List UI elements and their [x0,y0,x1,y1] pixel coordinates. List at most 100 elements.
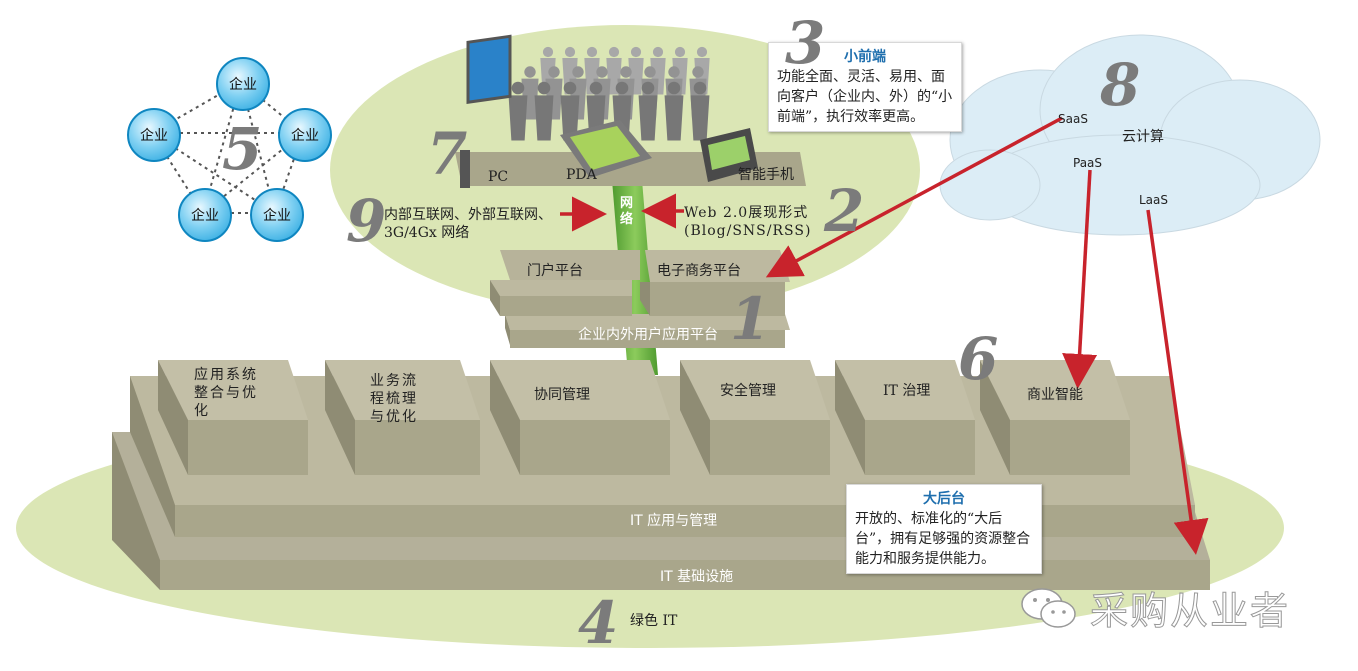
person-icon [524,66,536,78]
person-icon [511,81,525,95]
front-end-title: 小前端 [844,49,886,65]
back-end-description: 开放的、标准化的“大后台”，拥有足够强的资源整合能力和服务提供能力。 [855,511,1031,567]
person-icon [537,81,551,95]
module-block [835,360,865,475]
person-icon [690,95,710,141]
cloud-title: 云计算 [1122,129,1164,145]
front-end-box: 小前端 功能全面、灵活、易用、面向客户（企业内、外）的“小前端”，执行效率更高。 [768,42,962,132]
person-icon [608,46,620,58]
module-label: IT 治理 [883,383,931,399]
module-block [980,360,1010,475]
ecommerce-label: 电子商务平台 [657,263,741,279]
person-icon [692,66,704,78]
person-icon [508,95,528,141]
back-end-box: 大后台 开放的、标准化的“大后台”，拥有足够强的资源整合能力和服务提供能力。 [846,484,1042,574]
number-1: 1 [730,285,771,353]
module-block [490,360,520,475]
module-block [158,360,308,420]
pc-device [460,34,512,188]
watermark-text: 采购从业者 [1089,589,1291,634]
paas-label: PaaS [1073,156,1103,170]
module-label: 业务流程梳理与优化 [370,373,418,425]
person-icon [564,46,576,58]
module-label: 应用系统整合与优化 [194,367,258,419]
module-block [835,360,975,420]
person-icon [589,81,603,95]
module-block [490,360,670,420]
person-icon [664,95,684,141]
wechat-icon [1018,586,1080,630]
number-3: 3 [785,9,826,77]
person-icon [586,46,598,58]
person-icon [548,66,560,78]
module-block [680,360,830,420]
network-pipe-label: 网络 [620,196,634,227]
module-block [188,420,308,475]
number-4: 4 [578,589,619,657]
saas-label: SaaS [1058,112,1088,126]
module-block [520,420,670,475]
module-label: 商业智能 [1027,387,1083,403]
person-icon [696,46,708,58]
person-icon [667,81,681,95]
enterprise-node: 企业 [178,188,232,242]
number-6: 6 [958,325,999,393]
cloud-shape [939,34,1321,236]
person-icon [652,46,664,58]
person-icon [534,95,554,141]
number-9: 9 [346,187,387,255]
platform-base-label: 企业内外用户应用平台 [578,327,718,343]
arrow-laas [1146,209,1209,555]
person-icon [693,81,707,95]
person-icon [641,81,655,95]
laas-label: LaaS [1139,193,1169,207]
person-icon [620,66,632,78]
it-infra-label: IT 基础设施 [660,569,734,585]
web-label: Web 2.0展现形式 (Blog/SNS/RSS) [684,205,812,239]
phone-label: 智能手机 [738,167,794,183]
enterprise-node: 企业 [216,57,270,111]
module-block [680,360,710,475]
person-icon [630,46,642,58]
module-block [325,360,355,475]
number-7: 7 [427,120,468,188]
module-block [158,360,188,475]
enterprise-node: 企业 [278,108,332,162]
module-block [1010,420,1130,475]
it-app-label: IT 应用与管理 [630,513,718,529]
enterprise-node: 企业 [127,108,181,162]
arrow-paas [1062,169,1098,389]
arrows [560,116,1209,555]
user-crowd [508,46,710,141]
person-icon [596,66,608,78]
front-end-description: 功能全面、灵活、易用、面向客户（企业内、外）的“小前端”，执行效率更高。 [777,69,953,125]
module-block [710,420,830,475]
back-end-title: 大后台 [923,491,965,507]
green-it-label: 绿色 IT [630,613,678,629]
person-icon [638,95,658,141]
person-icon [542,46,554,58]
networks-label: 内部互联网、外部互联网、3G/4Gx 网络 [384,207,552,241]
person-icon [563,81,577,95]
module-label: 协同管理 [534,387,590,403]
module-blocks [158,360,1130,475]
module-block [865,420,975,475]
person-icon [615,81,629,95]
person-icon [668,66,680,78]
front-platform [490,250,790,348]
pda-label: PDA [566,167,597,183]
phone-device [700,128,758,182]
pc-label: PC [488,169,509,185]
module-block [325,360,480,420]
portal-label: 门户平台 [527,263,583,279]
number-8: 8 [1100,51,1141,119]
pda-device [560,120,652,178]
person-icon [674,46,686,58]
person-icon [560,95,580,141]
number-5: 5 [222,115,263,183]
arrow-saas [765,116,1063,278]
number-2: 2 [824,177,865,245]
person-icon [572,66,584,78]
module-label: 安全管理 [720,383,776,399]
